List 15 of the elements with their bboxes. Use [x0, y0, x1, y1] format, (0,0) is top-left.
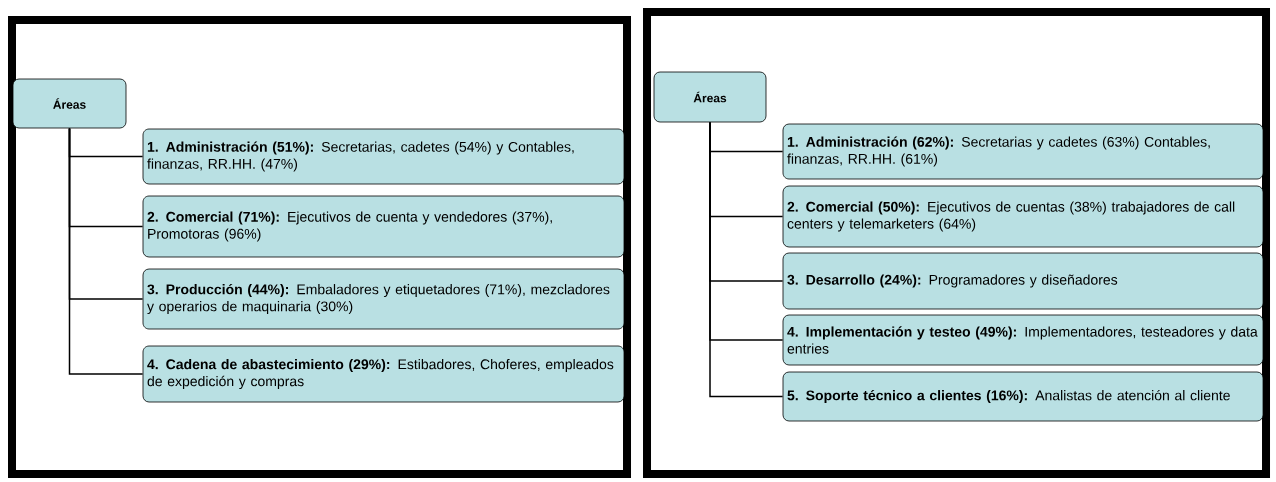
panel-frame	[643, 8, 1270, 478]
root-box: Áreas	[653, 71, 767, 123]
category-box: 1. Administración (62%): Secretarias y cadetes (63%) Contables, finanzas, RR.HH. (61%)	[782, 123, 1264, 180]
category-box: 2. Comercial (71%): Ejecutivos de cuenta y vendedores (37%), Promotoras (96%)	[142, 195, 625, 258]
connector-line	[68, 127, 144, 375]
category-box: 2. Comercial (50%): Ejecutivos de cuentas (38%) trabajadores de call centers y telemarketers (64%)	[782, 185, 1264, 248]
connector-line	[709, 121, 784, 398]
category-box: 1. Administración (51%): Secretarias, cadetes (54%) y Contables, finanzas, RR.HH. (47%)	[142, 128, 625, 185]
root-box: Áreas	[12, 78, 127, 129]
category-box: 3. Desarrollo (24%): Programadores y diseñadores	[782, 252, 1264, 310]
category-box: 3. Producción (44%): Embaladores y etiquetadores (71%), mezcladores y operarios de maquinaria (30%)	[142, 268, 625, 330]
panel-frame	[8, 16, 631, 478]
category-box: 5. Soporte técnico a clientes (16%): Analistas de atención al cliente	[782, 371, 1264, 422]
category-box: 4. Cadena de abastecimiento (29%): Estibadores, Choferes, empleados de expedición y compras	[142, 345, 625, 403]
category-box: 4. Implementación y testeo (49%): Implementadores, testeadores y data entries	[782, 314, 1264, 366]
